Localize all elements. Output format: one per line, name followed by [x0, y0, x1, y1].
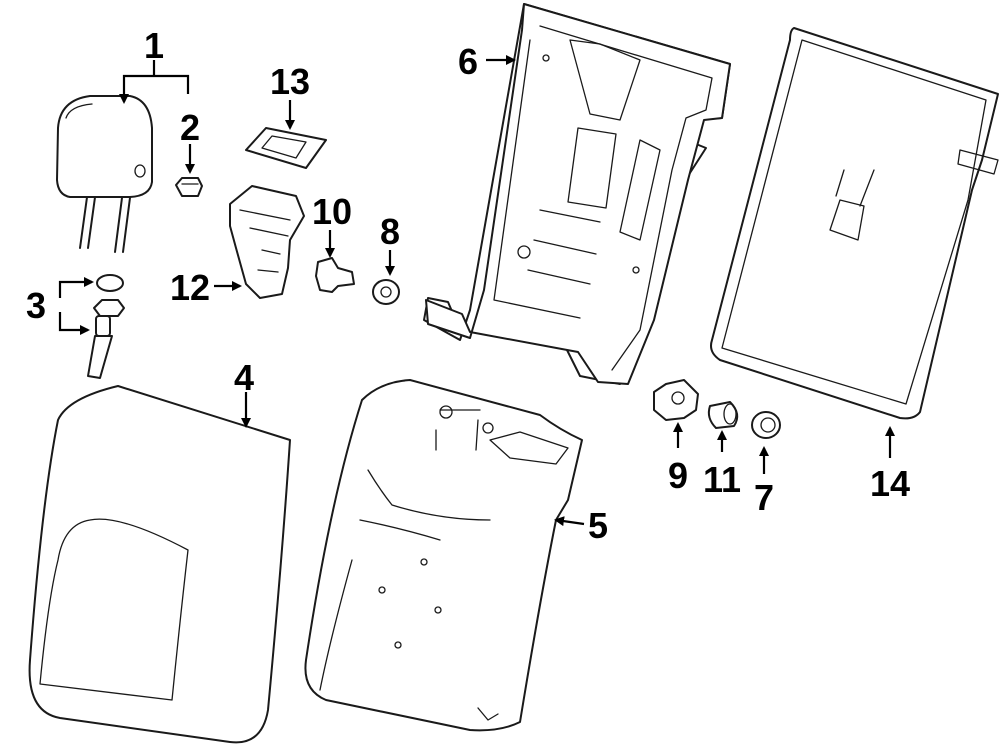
callout-2: 2: [180, 107, 200, 148]
washer-part: [372, 279, 400, 305]
callout-7: 7: [754, 477, 774, 518]
latch-bezel-part: [245, 127, 327, 169]
callout-13: 13: [270, 61, 310, 102]
callout-4: 4: [234, 357, 254, 398]
headrest-guide-cap-part: [175, 177, 203, 197]
headrest-part: [56, 95, 153, 253]
callout-1: 1: [144, 25, 164, 66]
seat-back-frame-part: [423, 3, 731, 385]
sleeve-part: [707, 401, 739, 429]
bolt-part: [315, 257, 355, 293]
seat-back-pad-part: [304, 379, 583, 732]
callout-6: 6: [458, 41, 478, 82]
callout-9: 9: [668, 455, 688, 496]
callout-14: 14: [870, 463, 910, 504]
callout-labels: 1 2 3 4 5 6 7 8 9 10 11 12 13 14: [26, 25, 910, 546]
seat-back-cover-part: [28, 385, 291, 744]
callout-5: 5: [588, 505, 608, 546]
headrest-guide-part: [87, 274, 125, 379]
callout-3: 3: [26, 285, 46, 326]
callout-12: 12: [170, 267, 210, 308]
leader-lines: [58, 55, 895, 527]
callout-10: 10: [312, 191, 352, 232]
pivot-bracket-part: [653, 379, 699, 421]
callout-11: 11: [703, 459, 741, 500]
latch-bracket-part: [229, 185, 305, 299]
callout-8: 8: [380, 211, 400, 252]
bushing-part: [751, 411, 781, 439]
rear-panel-part: [710, 27, 999, 420]
